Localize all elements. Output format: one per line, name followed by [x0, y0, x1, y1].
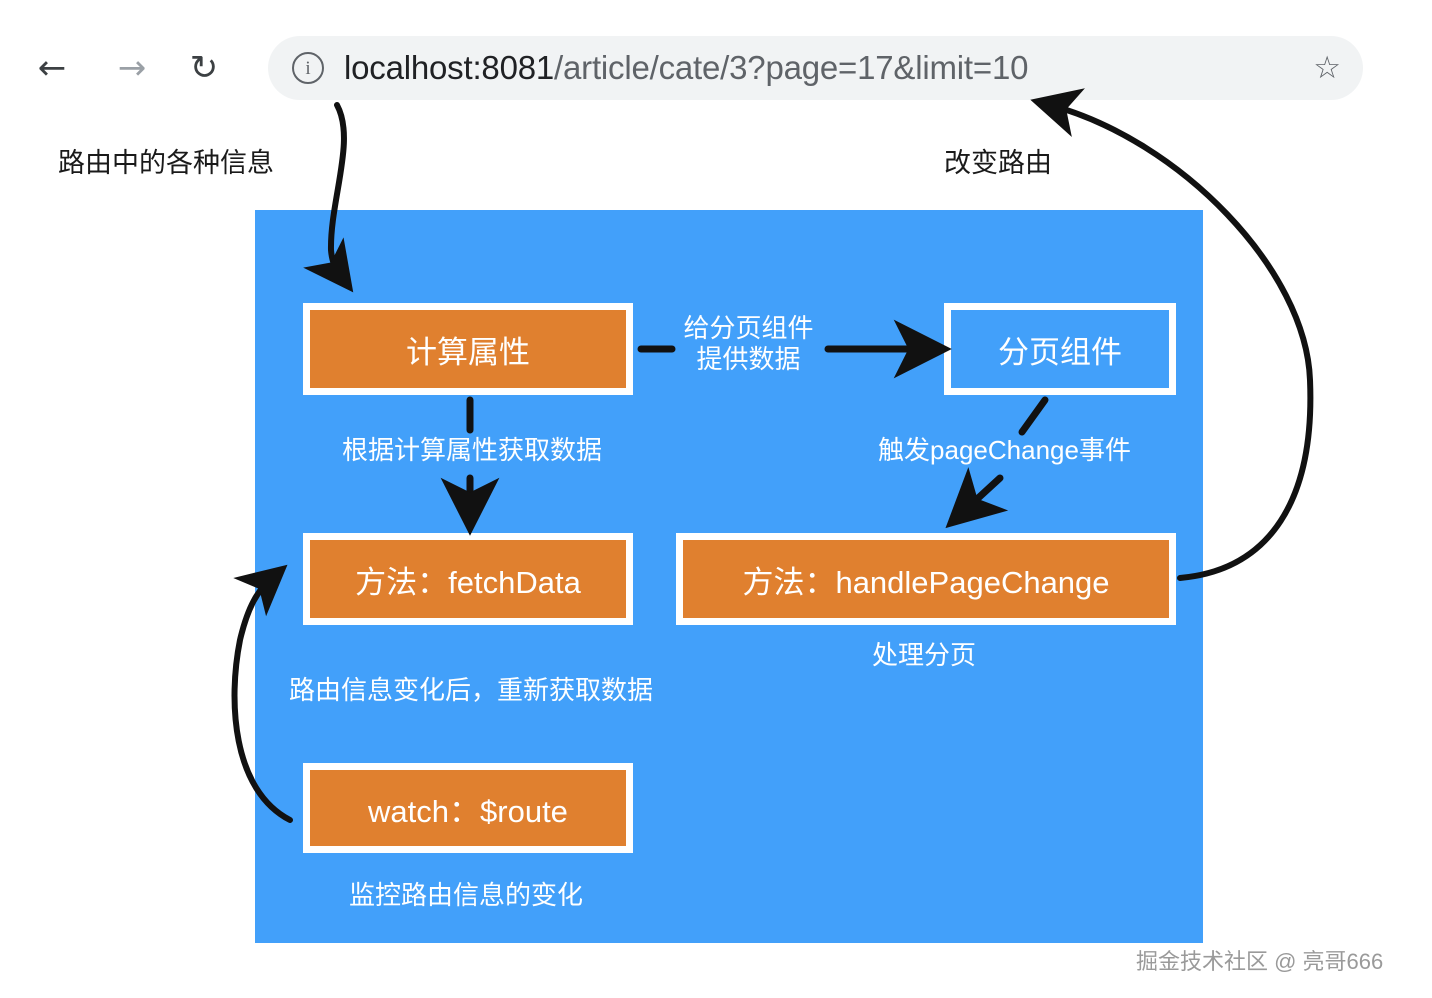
reload-icon: ↻ [189, 48, 219, 88]
node-pagination-component: 分页组件 [944, 303, 1176, 395]
edge-label-trigger-pagechange: 触发pageChange事件 [878, 435, 1131, 465]
url-path: /article/cate/3?page=17&limit=10 [554, 49, 1029, 86]
back-button[interactable]: ← [28, 44, 76, 92]
annotation-change-route: 改变路由 [944, 148, 1052, 178]
site-info-icon[interactable]: i [292, 52, 324, 84]
forward-button[interactable]: → [108, 44, 156, 92]
annotation-route-info: 路由中的各种信息 [58, 148, 274, 178]
edge-label-refetch-on-route-change: 路由信息变化后，重新获取数据 [288, 675, 653, 705]
watermark: 掘金技术社区 @ 亮哥666 [1136, 949, 1384, 974]
bookmark-star-icon[interactable]: ☆ [1313, 49, 1341, 86]
edge-label-provide-data: 给分页组件 提供数据 [676, 313, 821, 374]
address-bar[interactable]: i localhost:8081/article/cate/3?page=17&… [268, 36, 1363, 100]
arrow-right-icon: → [117, 48, 147, 88]
node-method-fetchdata: 方法：fetchData [303, 533, 633, 625]
node-watch-route: watch：$route [303, 763, 633, 853]
reload-button[interactable]: ↻ [180, 44, 228, 92]
node-method-handlepagechange: 方法：handlePageChange [676, 533, 1176, 625]
url-text: localhost:8081/article/cate/3?page=17&li… [344, 49, 1028, 87]
arrow-left-icon: ← [37, 48, 67, 88]
browser-toolbar: ← → ↻ i localhost:8081/article/cate/3?pa… [0, 0, 1432, 110]
url-host: localhost:8081 [344, 49, 555, 86]
node-computed-property: 计算属性 [303, 303, 633, 395]
edge-label-provide-data-line1: 给分页组件 [683, 313, 814, 343]
caption-handle-pagination: 处理分页 [871, 640, 976, 670]
edge-label-provide-data-line2: 提供数据 [696, 343, 801, 374]
edge-label-fetch-by-computed: 根据计算属性获取数据 [341, 435, 602, 465]
caption-watch-route-change: 监控路由信息的变化 [348, 880, 583, 910]
